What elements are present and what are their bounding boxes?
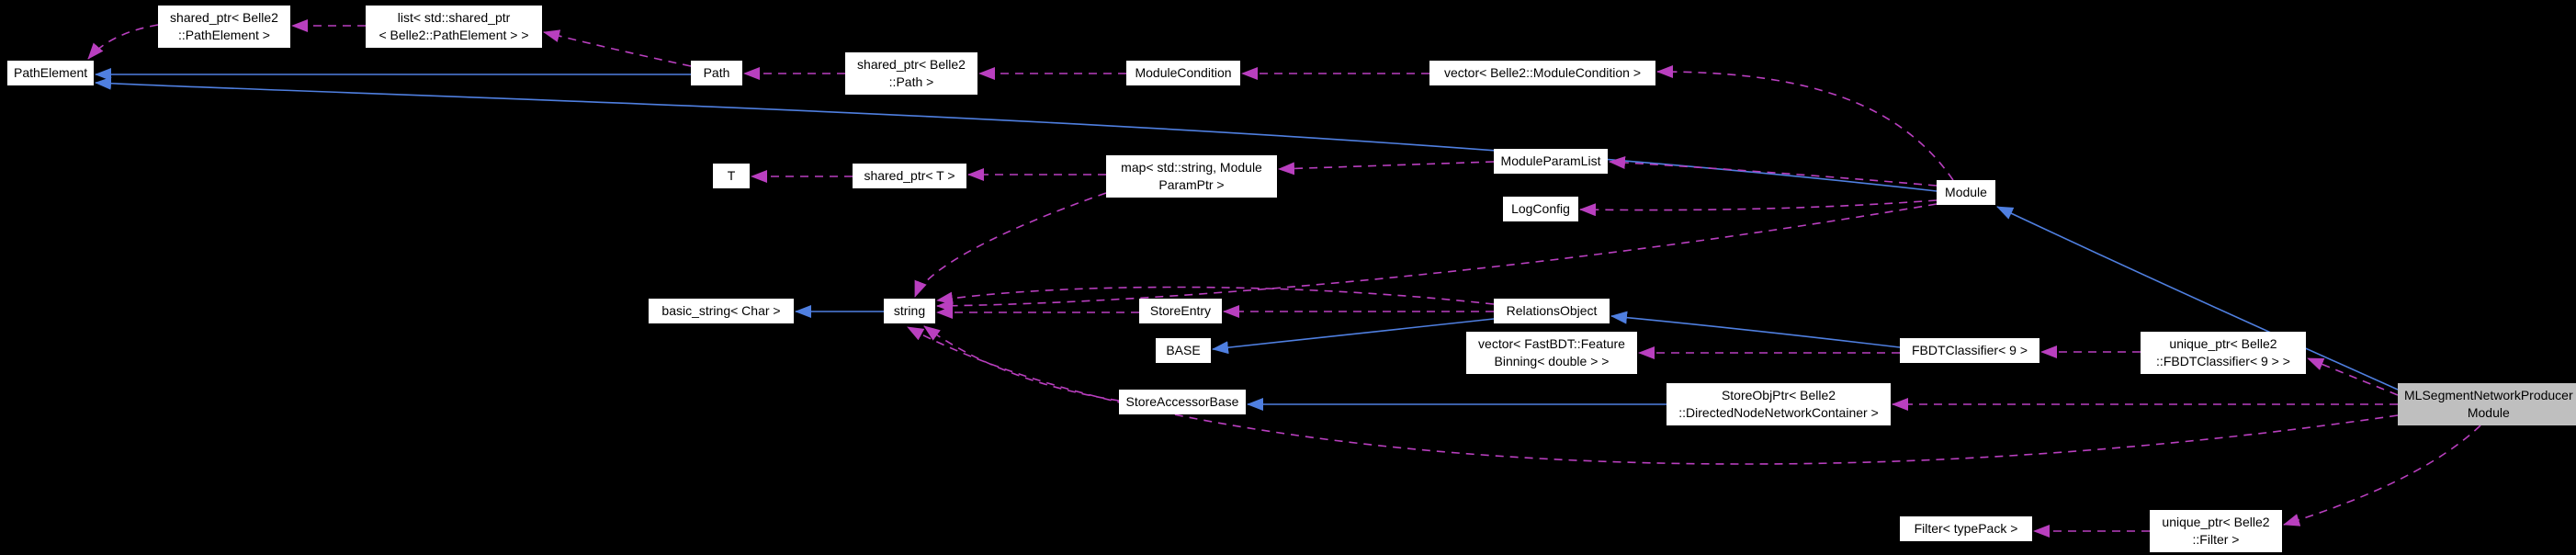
node-label: MLSegmentNetworkProducer	[2404, 388, 2573, 402]
node-storeentry[interactable]: StoreEntry	[1139, 299, 1222, 323]
edge-module-to-pathelement	[95, 76, 1938, 192]
node-string[interactable]: string	[884, 299, 935, 323]
edge-mlsegmentnetworkproducermodule-to-module	[1996, 206, 2399, 391]
node-label: vector< Belle2::ModuleCondition >	[1443, 65, 1642, 80]
node-label: BASE	[1166, 343, 1201, 357]
edge-mlsegmentnetworkproducermodule-to-unique-ptr-filter	[2283, 425, 2481, 527]
node-fbdtclassifier-9[interactable]: FBDTClassifier< 9 >	[1900, 338, 2039, 363]
node-label: basic_string< Char >	[661, 303, 781, 318]
node-label: LogConfig	[1511, 201, 1570, 216]
node-label: ::DirectedNodeNetworkContainer >	[1678, 405, 1879, 420]
node-label: FBDTClassifier< 9 >	[1911, 343, 2028, 357]
edge-module-to-logconfig	[1579, 199, 1938, 217]
node-filter-typepack[interactable]: Filter< typePack >	[1900, 516, 2032, 541]
node-label: ModuleCondition	[1135, 65, 1232, 80]
node-t[interactable]: T	[713, 164, 750, 188]
node-label: unique_ptr< Belle2	[2169, 336, 2277, 351]
node-label: StoreObjPtr< Belle2	[1721, 388, 1836, 402]
node-module[interactable]: Module	[1937, 180, 1995, 205]
node-label: ::FBDTClassifier< 9 > >	[2156, 354, 2290, 368]
node-label: < Belle2::PathElement > >	[378, 28, 529, 42]
node-label: ModuleParamList	[1500, 153, 1601, 168]
node-modulecondition[interactable]: ModuleCondition	[1126, 61, 1240, 85]
node-label: ParamPtr >	[1158, 177, 1225, 192]
node-moduleparamlist[interactable]: ModuleParamList	[1494, 149, 1608, 174]
node-vector-modulecondition[interactable]: vector< Belle2::ModuleCondition >	[1429, 61, 1655, 85]
node-shared-ptr-pathelement[interactable]: shared_ptr< Belle2::PathElement >	[158, 6, 290, 48]
node-unique-ptr-fbdtclassifier[interactable]: unique_ptr< Belle2::FBDTClassifier< 9 > …	[2141, 332, 2306, 374]
node-label: StoreAccessorBase	[1125, 394, 1239, 409]
node-label: Path	[703, 65, 730, 80]
node-label: map< std::string, Module	[1121, 160, 1262, 175]
node-pathelement[interactable]: PathElement	[7, 61, 95, 85]
node-storeaccessorbase[interactable]: StoreAccessorBase	[1119, 390, 1246, 414]
edge-relationsobject-to-base	[1212, 318, 1495, 355]
node-basic-string-char[interactable]: basic_string< Char >	[649, 299, 794, 323]
edge-mlsegmentnetworkproducermodule-to-string	[907, 326, 2399, 465]
node-label: PathElement	[14, 65, 88, 80]
node-label: Module	[2467, 405, 2510, 420]
node-label: shared_ptr< T >	[864, 168, 955, 183]
node-label: shared_ptr< Belle2	[170, 10, 278, 25]
node-relationsobject[interactable]: RelationsObject	[1494, 299, 1610, 323]
node-list-shared-ptr-pathelement[interactable]: list< std::shared_ptr< Belle2::PathEleme…	[366, 6, 542, 48]
node-label: Filter< typePack >	[1914, 521, 2018, 536]
edge-map-moduleparamptr-to-string	[914, 192, 1107, 298]
node-shared-ptr-t[interactable]: shared_ptr< T >	[853, 164, 966, 188]
node-label: vector< FastBDT::Feature	[1478, 336, 1625, 351]
node-shared-ptr-path[interactable]: shared_ptr< Belle2::Path >	[845, 52, 977, 95]
edge-relationsobject-to-string	[936, 286, 1495, 305]
node-label: StoreEntry	[1149, 303, 1212, 318]
node-unique-ptr-filter[interactable]: unique_ptr< Belle2::Filter >	[2150, 510, 2282, 552]
node-label: ::Path >	[888, 74, 934, 89]
edge-path-to-list-shared-ptr-pathelement	[543, 29, 692, 67]
node-storeobjptr-directednodenetworkcontainer[interactable]: StoreObjPtr< Belle2::DirectedNodeNetwork…	[1666, 383, 1891, 425]
edge-moduleparamlist-to-map-moduleparamptr	[1278, 161, 1495, 176]
edge-module-to-moduleparamlist	[1609, 156, 1938, 187]
node-label: T	[727, 168, 736, 183]
node-label: shared_ptr< Belle2	[857, 57, 966, 72]
node-label: unique_ptr< Belle2	[2162, 515, 2270, 529]
node-path[interactable]: Path	[691, 61, 742, 85]
edge-module-to-vector-modulecondition	[1656, 65, 1954, 181]
node-label: RelationsObject	[1506, 303, 1598, 318]
node-label: list< std::shared_ptr	[397, 10, 511, 25]
edge-module-to-string	[936, 203, 1938, 312]
node-label: ::PathElement >	[177, 28, 270, 42]
node-label: ::Filter >	[2192, 532, 2240, 547]
node-label: string	[893, 303, 926, 318]
node-base[interactable]: BASE	[1156, 338, 1211, 363]
node-logconfig[interactable]: LogConfig	[1503, 197, 1578, 221]
node-label: Module	[1945, 185, 1987, 199]
node-label: Binning< double > >	[1494, 354, 1610, 368]
edge-mlsegmentnetworkproducermodule-to-unique-ptr-fbdtclassifier	[2307, 357, 2399, 396]
edge-fbdtclassifier-9-to-relationsobject	[1610, 311, 1901, 348]
